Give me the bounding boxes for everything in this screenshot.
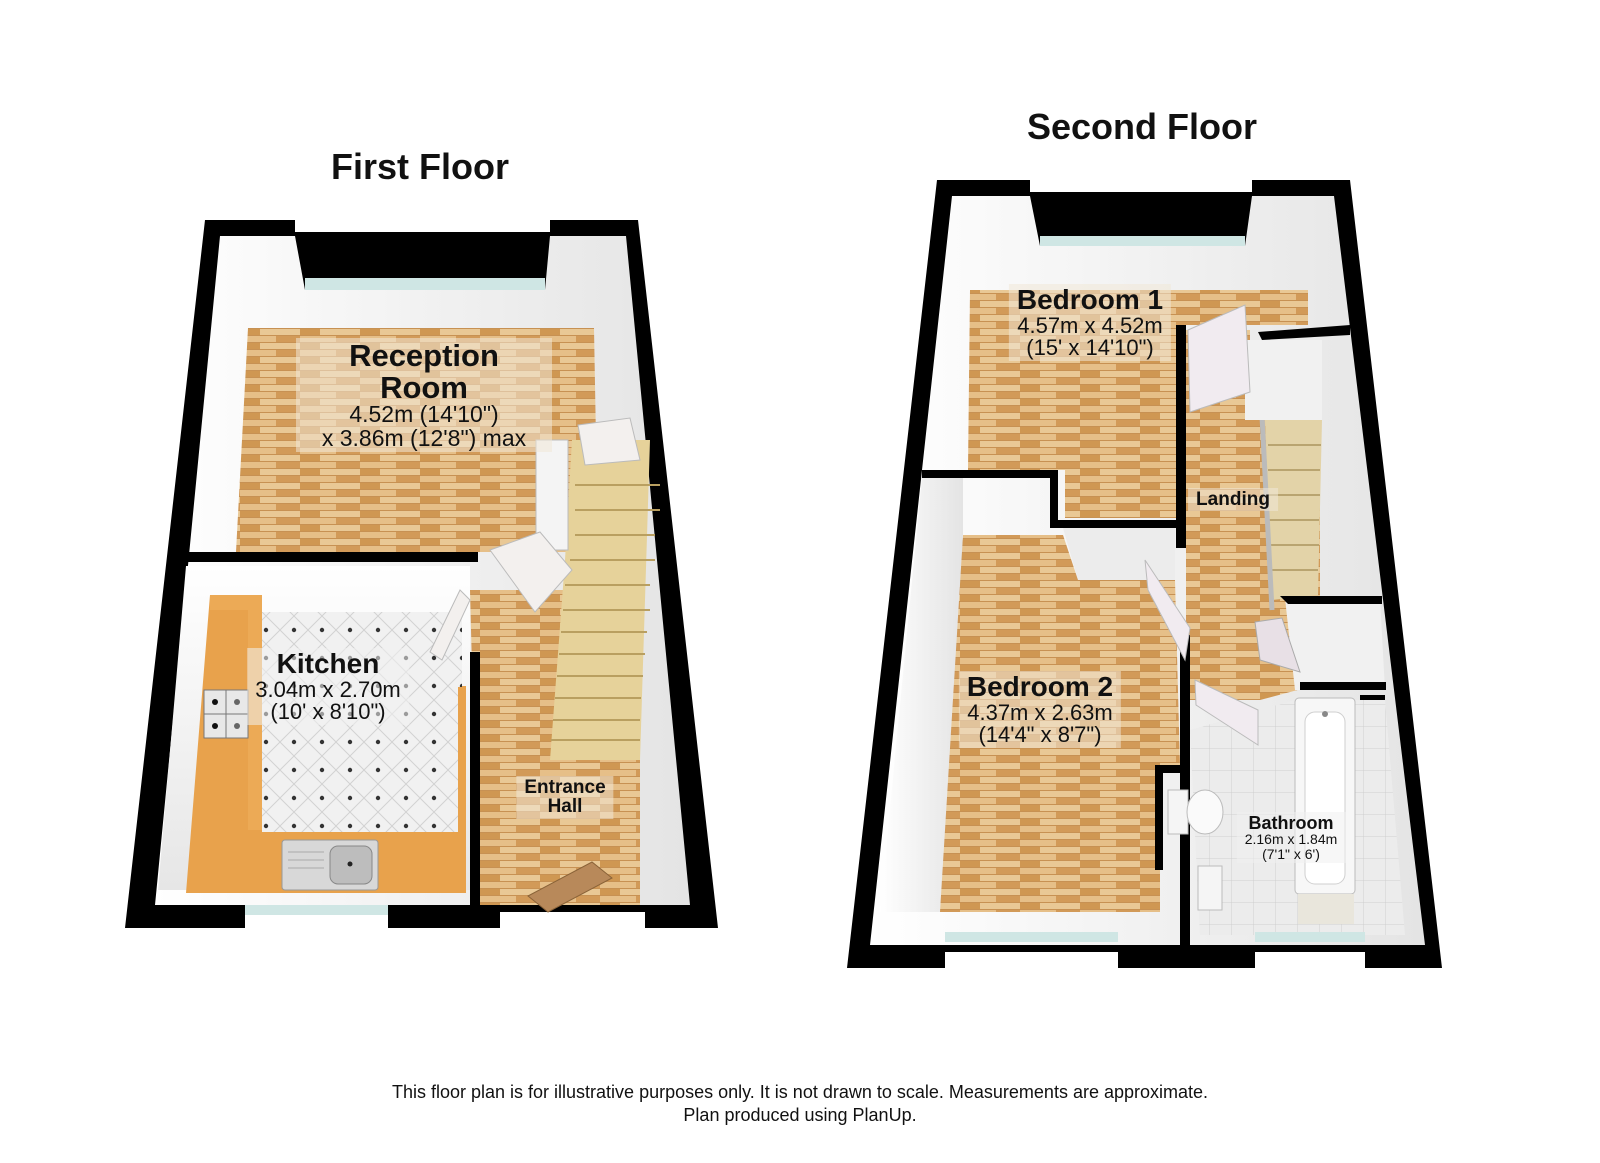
room-dimensions: (10' x 8'10") <box>270 698 386 724</box>
room-name: Hall <box>547 796 583 818</box>
disclaimer: This floor plan is for illustrative purp… <box>0 1081 1600 1127</box>
room-label-bedroom-1: Bedroom 1 4.57m x 4.52m (15' x 14'10") <box>1008 284 1172 362</box>
second-floor-title: Second Floor <box>1026 106 1258 147</box>
room-name: Reception <box>349 338 499 373</box>
room-dimensions: 4.57m x 4.52m <box>1017 312 1163 338</box>
staircase <box>535 439 660 760</box>
room-label-reception: Reception Room 4.52m (14'10") x 3.86m (1… <box>296 338 552 453</box>
room-dimensions: 2.16m x 1.84m <box>1244 831 1338 848</box>
bath-icon <box>1294 697 1356 924</box>
door <box>1254 617 1301 673</box>
basin-icon <box>1197 865 1223 911</box>
room-name: Bedroom 2 <box>966 671 1114 702</box>
room-dimensions: x 3.86m (12'8") max <box>321 424 527 451</box>
disclaimer-line-2: Plan produced using PlanUp. <box>683 1105 917 1125</box>
first-floor-title: First Floor <box>331 146 509 187</box>
room-name: Kitchen <box>276 648 380 679</box>
room-name: Bathroom <box>1248 813 1334 833</box>
room-name: Bedroom 1 <box>1016 284 1164 315</box>
sink-icon <box>281 839 379 891</box>
room-dimensions: 3.04m x 2.70m <box>255 676 401 702</box>
room-dimensions: (14'4" x 8'7") <box>978 721 1102 747</box>
front-door <box>527 861 613 913</box>
door <box>1187 304 1251 413</box>
room-dimensions: (15' x 14'10") <box>1026 334 1154 360</box>
toilet-icon <box>1167 789 1224 835</box>
room-label-entrance-hall: Entrance Hall <box>516 776 614 819</box>
room-label-landing: Landing <box>1188 488 1278 512</box>
door <box>1144 559 1191 662</box>
room-name: Entrance <box>524 777 606 798</box>
door <box>429 589 471 661</box>
staircase <box>1259 415 1322 611</box>
room-dimensions: (7'1" x 6') <box>1262 845 1320 862</box>
disclaimer-line-1: This floor plan is for illustrative purp… <box>391 1082 1209 1102</box>
door <box>577 417 641 466</box>
room-name: Landing <box>1196 489 1270 510</box>
door <box>1194 679 1259 746</box>
first-floor-plan <box>125 220 718 928</box>
door <box>489 531 573 613</box>
room-name: Room <box>380 369 468 405</box>
room-label-bathroom: Bathroom 2.16m x 1.84m (7'1" x 6') <box>1236 812 1346 863</box>
hob-icon <box>203 689 249 739</box>
room-dimensions: 4.52m (14'10") <box>349 401 499 428</box>
room-label-kitchen: Kitchen 3.04m x 2.70m (10' x 8'10") <box>247 648 409 726</box>
room-dimensions: 4.37m x 2.63m <box>967 699 1113 725</box>
room-label-bedroom-2: Bedroom 2 4.37m x 2.63m (14'4" x 8'7") <box>958 671 1122 749</box>
